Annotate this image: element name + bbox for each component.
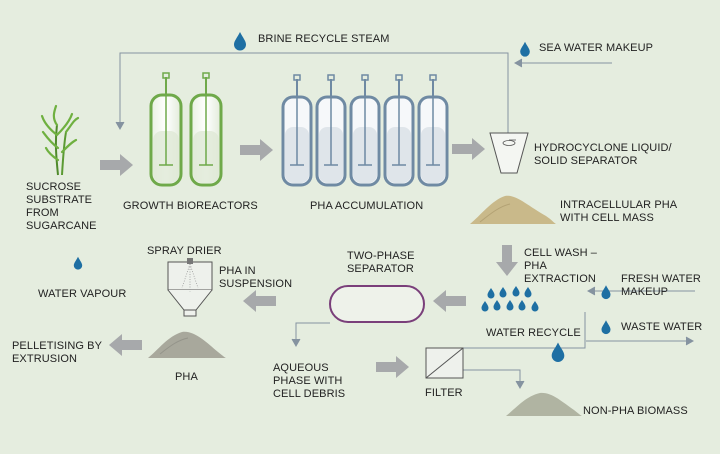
brine-recycle-line [119, 52, 509, 135]
spray-drier-icon [167, 258, 213, 317]
bioreactor-icon [149, 72, 183, 187]
pha-accumulation-label: PHA ACCUMULATION [310, 200, 424, 212]
arrow-pha-to-pelletising [109, 334, 142, 356]
arrow-accumulation-to-hydrocyclone [452, 138, 485, 160]
sugarcane-icon [40, 104, 80, 176]
fresh-water-makeup-label: FRESH WATER MAKEUP [621, 273, 701, 298]
arrow-aqueous-to-filter [376, 356, 409, 378]
powder-pile-icon [470, 195, 556, 224]
hydrocyclone-icon [489, 132, 529, 174]
intracellular-pha-label: INTRACELLULAR PHA WITH CELL MASS [560, 199, 678, 224]
aqueous-line [295, 322, 330, 343]
block-arrows [100, 138, 518, 378]
bioreactor-icon [349, 74, 381, 187]
cell-wash-label: CELL WASH – PHA EXTRACTION [524, 247, 598, 285]
filter-out-line [463, 369, 521, 385]
pelletising-label: PELLETISING BY EXTRUSION [12, 340, 103, 365]
powder-pile-icon [506, 392, 582, 416]
water-drop-icon [601, 320, 611, 335]
brine-recycle-label: BRINE RECYCLE STEAM [258, 33, 390, 45]
water-drop-icon [73, 256, 83, 270]
water-drop-icon [234, 32, 246, 51]
two-phase-separator [329, 285, 425, 323]
growth-bioreactors-label: GROWTH BIOREACTORS [123, 200, 258, 212]
growth-bioreactors [149, 72, 223, 187]
waste-water-label: WASTE WATER [621, 321, 703, 333]
water-droplets-cluster [481, 286, 539, 312]
sea-water-makeup-label: SEA WATER MAKEUP [539, 42, 654, 54]
water-recycle-line [443, 312, 586, 349]
bioreactor-icon [315, 74, 347, 187]
water-drop-icon [601, 285, 611, 300]
pha-in-suspension-label: PHA IN SUSPENSION [219, 265, 293, 290]
arrow-growth-to-accumulation [240, 139, 273, 161]
arrow-extraction-to-separator [433, 290, 466, 312]
arrow-cellmass-down [496, 245, 518, 276]
flow-lines [115, 52, 695, 390]
arrow-separator-to-drier [243, 290, 276, 312]
spray-drier-label: SPRAY DRIER [147, 245, 222, 257]
filter-label: FILTER [425, 387, 463, 399]
sucrose-label: SUCROSE SUBSTRATE FROM SUGARCANE [26, 181, 97, 232]
non-pha-biomass-label: NON-PHA BIOMASS [583, 405, 688, 417]
bioreactor-icon [189, 72, 223, 187]
arrow-sugarcane-to-growth [100, 154, 133, 176]
powder-pile-icon [148, 331, 226, 358]
accumulation-bioreactors [281, 74, 449, 187]
bioreactor-icon [281, 74, 313, 187]
hydrocyclone-label: HYDROCYCLONE LIQUID/ SOLID SEPARATOR [534, 142, 672, 167]
water-recycle-label: WATER RECYCLE [486, 327, 581, 339]
two-phase-separator-label: TWO-PHASE SEPARATOR [347, 250, 415, 275]
aqueous-phase-label: AQUEOUS PHASE WITH CELL DEBRIS [273, 362, 346, 400]
water-drop-icon [520, 41, 530, 57]
bioreactor-icon [417, 74, 449, 187]
filter-icon [425, 347, 464, 379]
water-vapour-label: WATER VAPOUR [38, 288, 127, 300]
water-drop-icon [551, 342, 565, 362]
bioreactor-icon [383, 74, 415, 187]
pha-label: PHA [175, 371, 198, 383]
